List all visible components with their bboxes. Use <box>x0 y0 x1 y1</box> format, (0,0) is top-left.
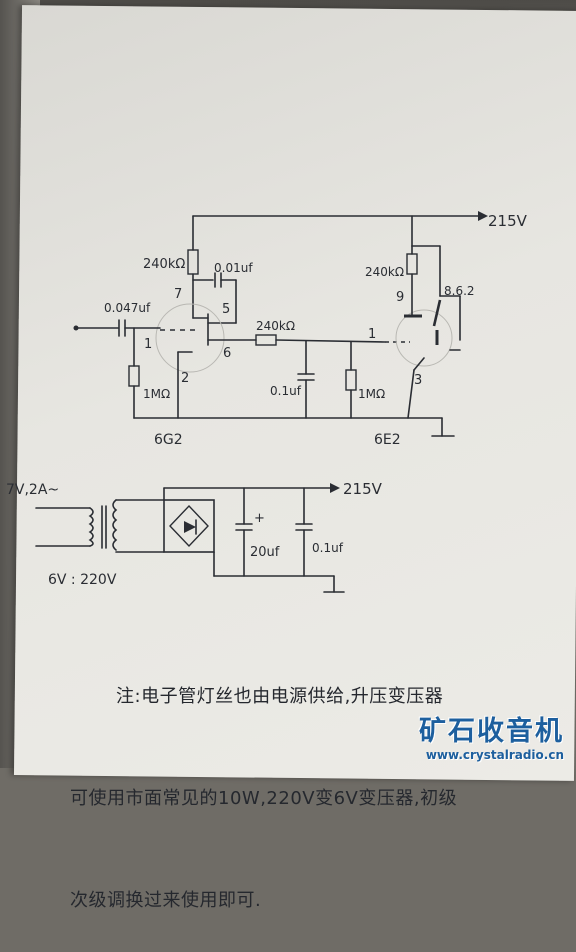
arrow-icon <box>330 483 340 493</box>
pin-3: 3 <box>414 373 422 388</box>
tube-envelope-2 <box>395 309 453 367</box>
xfmr-primary-coil <box>88 507 94 547</box>
coupling-cap-label: 0.01uf <box>214 261 253 275</box>
plate-resistor-1 <box>187 249 199 275</box>
supply-label-top: 215V <box>488 212 528 230</box>
xfmr-ratio-label: 6V : 220V <box>48 572 117 588</box>
bridge-rectifier <box>163 499 215 553</box>
filter-cap-label: 0.1uf <box>270 384 302 398</box>
grid2-label: 1MΩ <box>358 387 385 401</box>
tube2-name: 6E2 <box>374 432 401 448</box>
plate-resistor-2 <box>406 253 418 275</box>
watermark-title: 矿石收音机 <box>419 716 564 747</box>
watermark-url: www.crystalradio.cn <box>425 748 564 762</box>
plus-sign: + <box>254 511 265 526</box>
elec-cap-label: 20uf <box>250 545 280 560</box>
arrow-icon <box>478 211 488 221</box>
tube1-name: 6G2 <box>154 432 183 448</box>
r-plate2-label: 240kΩ <box>365 265 404 279</box>
pin-1a: 1 <box>144 337 152 352</box>
psu-cap-label: 0.1uf <box>312 541 344 555</box>
note-line-2: 可使用市面常见的10W,220V变6V变压器,初级 <box>70 788 458 809</box>
pin-1b: 1 <box>368 327 376 342</box>
r1-label: 240kΩ <box>143 257 185 272</box>
interstage-resistor <box>255 334 277 346</box>
supply-label-bottom: 215V <box>343 480 383 498</box>
pin-2: 2 <box>181 371 189 386</box>
pin-7: 7 <box>174 287 182 302</box>
input-terminal <box>73 325 79 331</box>
tube-envelope-1 <box>155 303 225 373</box>
pin-5: 5 <box>222 302 230 317</box>
pins-tube2: 8.6.2 <box>444 284 475 298</box>
grid-resistor-1 <box>128 365 140 387</box>
xfmr-primary-label: 7V,2A~ <box>6 482 59 498</box>
note-line-3: 次级调换过来使用即可. <box>70 890 262 911</box>
note-line-1: 注:电子管灯丝也由电源供给,升压变压器 <box>116 686 444 707</box>
xfmr-secondary-coil <box>112 499 118 551</box>
pin-6: 6 <box>223 346 231 361</box>
interstage-label: 240kΩ <box>256 319 295 333</box>
input-cap-label: 0.047uf <box>104 301 151 315</box>
handwritten-note: 注:电子管灯丝也由电源供给,升压变压器 可使用市面常见的10W,220V变6V变… <box>70 612 510 952</box>
grid1-label: 1MΩ <box>143 387 170 401</box>
grid-resistor-2 <box>345 369 357 391</box>
watermark-logo: 矿石收音机 www.crystalradio.cn <box>419 709 564 762</box>
pin-9: 9 <box>396 290 404 305</box>
schematic-drawing: 215V 240kΩ 7 0.01uf 5 0.047uf 1 1MΩ 2 6 … <box>6 211 528 593</box>
